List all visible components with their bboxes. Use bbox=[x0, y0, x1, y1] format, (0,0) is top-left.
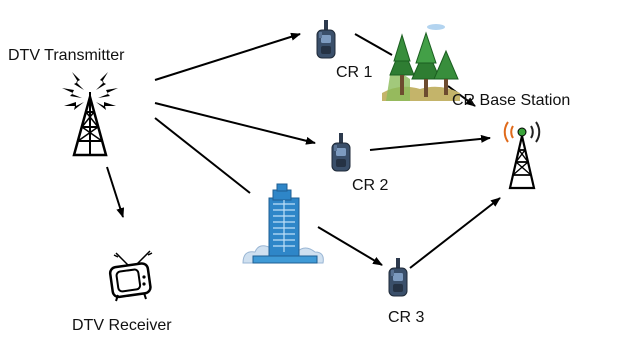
cr-base-station-label: CR Base Station bbox=[452, 92, 570, 109]
cr2-radio-icon bbox=[331, 132, 351, 172]
cell-tower-icon bbox=[503, 121, 541, 190]
television-icon bbox=[108, 250, 153, 302]
arrow-transmitter-to-cr2 bbox=[154, 102, 316, 145]
office-building-icon bbox=[242, 183, 324, 264]
cr2-label: CR 2 bbox=[352, 177, 389, 194]
arrows bbox=[106, 32, 501, 269]
cr3-radio-icon bbox=[388, 257, 408, 297]
dtv-receiver-label: DTV Receiver bbox=[72, 317, 172, 334]
arrow-transmitter-to-receiver bbox=[106, 166, 125, 218]
dtv-transmitter-label: DTV Transmitter bbox=[8, 47, 125, 64]
forest-trees-icon bbox=[382, 24, 460, 101]
broadcast-tower-icon bbox=[62, 72, 118, 157]
link-cr1-to-forest bbox=[354, 33, 393, 56]
cr1-label: CR 1 bbox=[336, 64, 373, 81]
arrow-cr2-to-base-station bbox=[369, 134, 491, 151]
arrow-building-to-cr3 bbox=[317, 226, 383, 266]
link-transmitter-to-building bbox=[154, 117, 251, 194]
cr1-radio-icon bbox=[316, 19, 336, 59]
arrow-forest-to-base-station bbox=[447, 85, 476, 107]
arrow-transmitter-to-cr1 bbox=[154, 32, 301, 81]
cr3-label: CR 3 bbox=[388, 309, 425, 326]
arrow-cr3-to-base-station bbox=[409, 197, 501, 269]
